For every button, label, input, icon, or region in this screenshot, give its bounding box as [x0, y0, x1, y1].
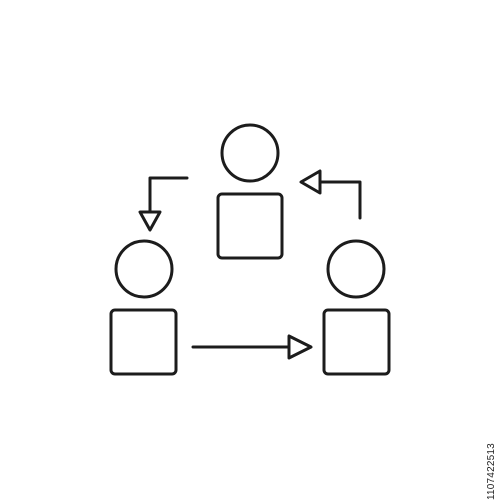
person-left-icon: [109, 239, 178, 376]
arrow-left-to-right-head: [287, 334, 313, 360]
person-top-body: [216, 192, 284, 260]
person-right-body: [322, 308, 391, 376]
person-top-head: [220, 123, 280, 183]
arrow-right-to-top-head: [299, 169, 322, 195]
arrow-top-to-left-icon: [138, 176, 189, 232]
arrow-top-to-left-head: [138, 210, 162, 232]
person-top-icon: [216, 123, 284, 260]
arrow-right-to-top-icon: [299, 169, 362, 220]
stock-id-label: 1107422513: [486, 443, 497, 500]
person-right-head: [326, 239, 386, 299]
arrow-top-to-left-line: [148, 176, 189, 214]
person-left-body: [109, 308, 178, 376]
person-right-icon: [322, 239, 391, 376]
person-left-head: [114, 239, 174, 299]
arrow-right-to-top-line: [318, 180, 362, 220]
arrow-left-to-right-icon: [191, 334, 313, 360]
diagram-strokes: [109, 123, 391, 376]
